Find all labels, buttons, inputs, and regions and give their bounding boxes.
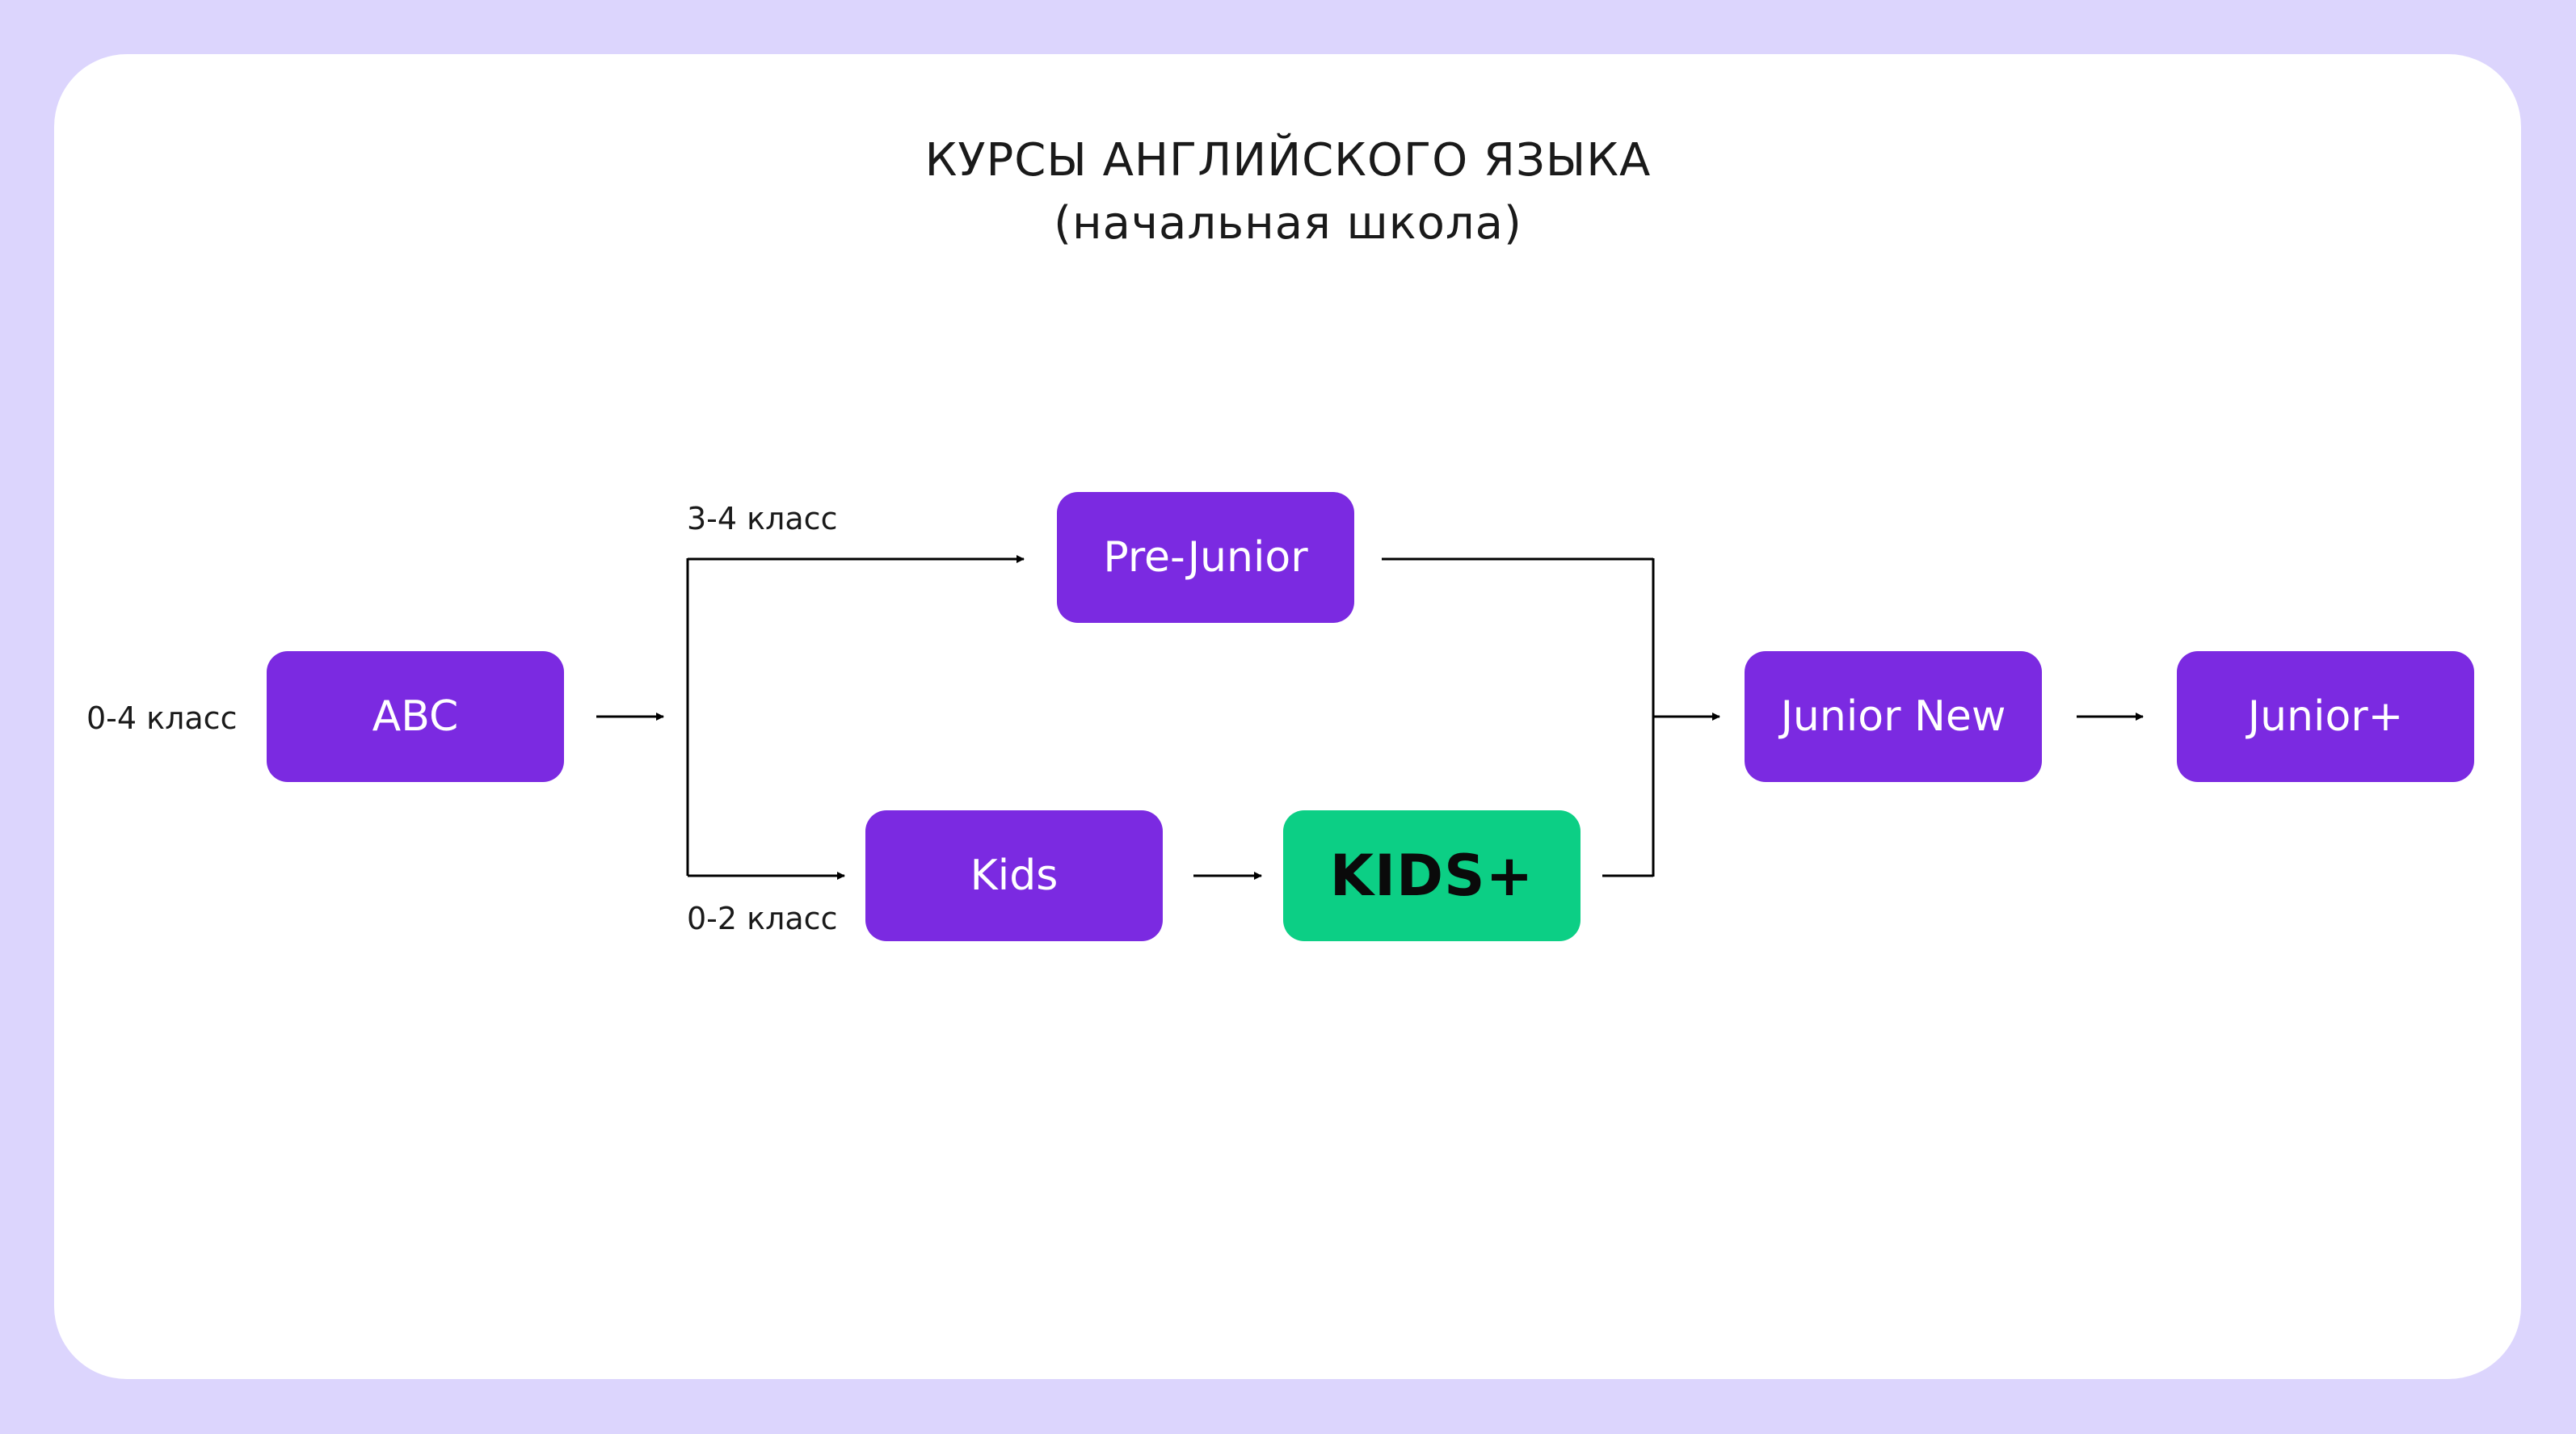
node-pre-junior-label: Pre-Junior xyxy=(1103,533,1308,582)
node-abc-label: ABC xyxy=(372,692,459,741)
label-abc-grade: 0-4 класс xyxy=(86,700,238,736)
node-kids-label: Kids xyxy=(970,852,1059,900)
label-prejunior-grade: 3-4 класс xyxy=(687,501,838,536)
diagram-subtitle: (начальная школа) xyxy=(1054,197,1522,250)
node-kids: Kids xyxy=(865,810,1163,941)
node-kids-plus: KIDS+ xyxy=(1283,810,1581,941)
node-junior-new: Junior New xyxy=(1745,651,2042,782)
node-junior-plus: Junior+ xyxy=(2177,651,2474,782)
node-kids-plus-label: KIDS+ xyxy=(1329,843,1534,909)
label-kids-grade: 0-2 класс xyxy=(687,901,838,936)
node-abc: ABC xyxy=(267,651,564,782)
diagram-title: КУРСЫ АНГЛИЙСКОГО ЯЗЫКА xyxy=(924,134,1652,187)
node-pre-junior: Pre-Junior xyxy=(1057,492,1354,623)
node-junior-new-label: Junior New xyxy=(1780,692,2006,741)
node-junior-plus-label: Junior+ xyxy=(2247,692,2404,741)
